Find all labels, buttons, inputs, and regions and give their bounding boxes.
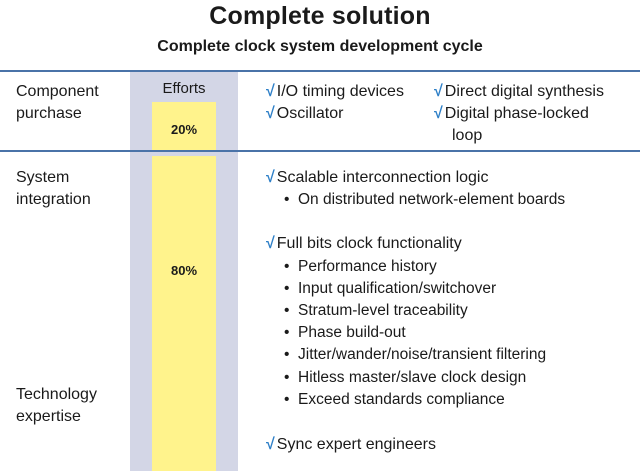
check-icon: √ [434, 105, 443, 122]
row-divider [0, 150, 640, 152]
bullet-icon: • [284, 302, 290, 319]
check-icon: √ [266, 83, 275, 100]
check-icon: √ [266, 105, 275, 122]
subitem-performance-history: •Performance history [284, 256, 437, 278]
check-icon: √ [434, 83, 443, 100]
subitem-stratum-traceability: •Stratum-level traceability [284, 300, 468, 322]
effort-value-system-integration: 80% [170, 263, 198, 278]
item-scalable-interconnection: √Scalable interconnection logic [266, 169, 489, 186]
bullet-icon: • [284, 324, 290, 341]
subitem-standards-compliance: •Exceed standards compliance [284, 389, 505, 411]
effort-bar-system-integration [152, 156, 216, 471]
bullet-icon: • [284, 280, 290, 297]
subitem-input-qualification: •Input qualification/switchover [284, 278, 496, 300]
item-digital-phase-locked-cont: loop [452, 127, 483, 144]
item-oscillator: √Oscillator [266, 105, 344, 122]
diagram-subtitle: Complete clock system development cycle [157, 38, 483, 55]
efforts-header: Efforts [162, 80, 206, 97]
bullet-icon: • [284, 191, 290, 208]
subitem-distributed-boards: •On distributed network-element boards [284, 189, 565, 211]
subitem-jitter-filtering: •Jitter/wander/noise/transient filtering [284, 344, 546, 366]
item-full-bits-clock: √Full bits clock functionality [266, 235, 462, 252]
bullet-icon: • [284, 369, 290, 386]
item-sync-expert-engineers: √Sync expert engineers [266, 436, 436, 453]
check-icon: √ [266, 235, 275, 252]
top-rule [0, 70, 640, 72]
item-digital-phase-locked: √Digital phase-locked [434, 105, 589, 122]
effort-value-component-purchase: 20% [170, 122, 198, 137]
subitem-phase-build-out: •Phase build-out [284, 322, 406, 344]
item-direct-digital-synthesis: √Direct digital synthesis [434, 83, 604, 100]
item-io-timing-devices: √I/O timing devices [266, 83, 404, 100]
subitem-hitless-clock: •Hitless master/slave clock design [284, 367, 526, 389]
bullet-icon: • [284, 346, 290, 363]
check-icon: √ [266, 169, 275, 186]
check-icon: √ [266, 436, 275, 453]
bullet-icon: • [284, 258, 290, 275]
bullet-icon: • [284, 391, 290, 408]
diagram-title: Complete solution [209, 2, 431, 30]
effort-bar-component-purchase [152, 102, 216, 150]
